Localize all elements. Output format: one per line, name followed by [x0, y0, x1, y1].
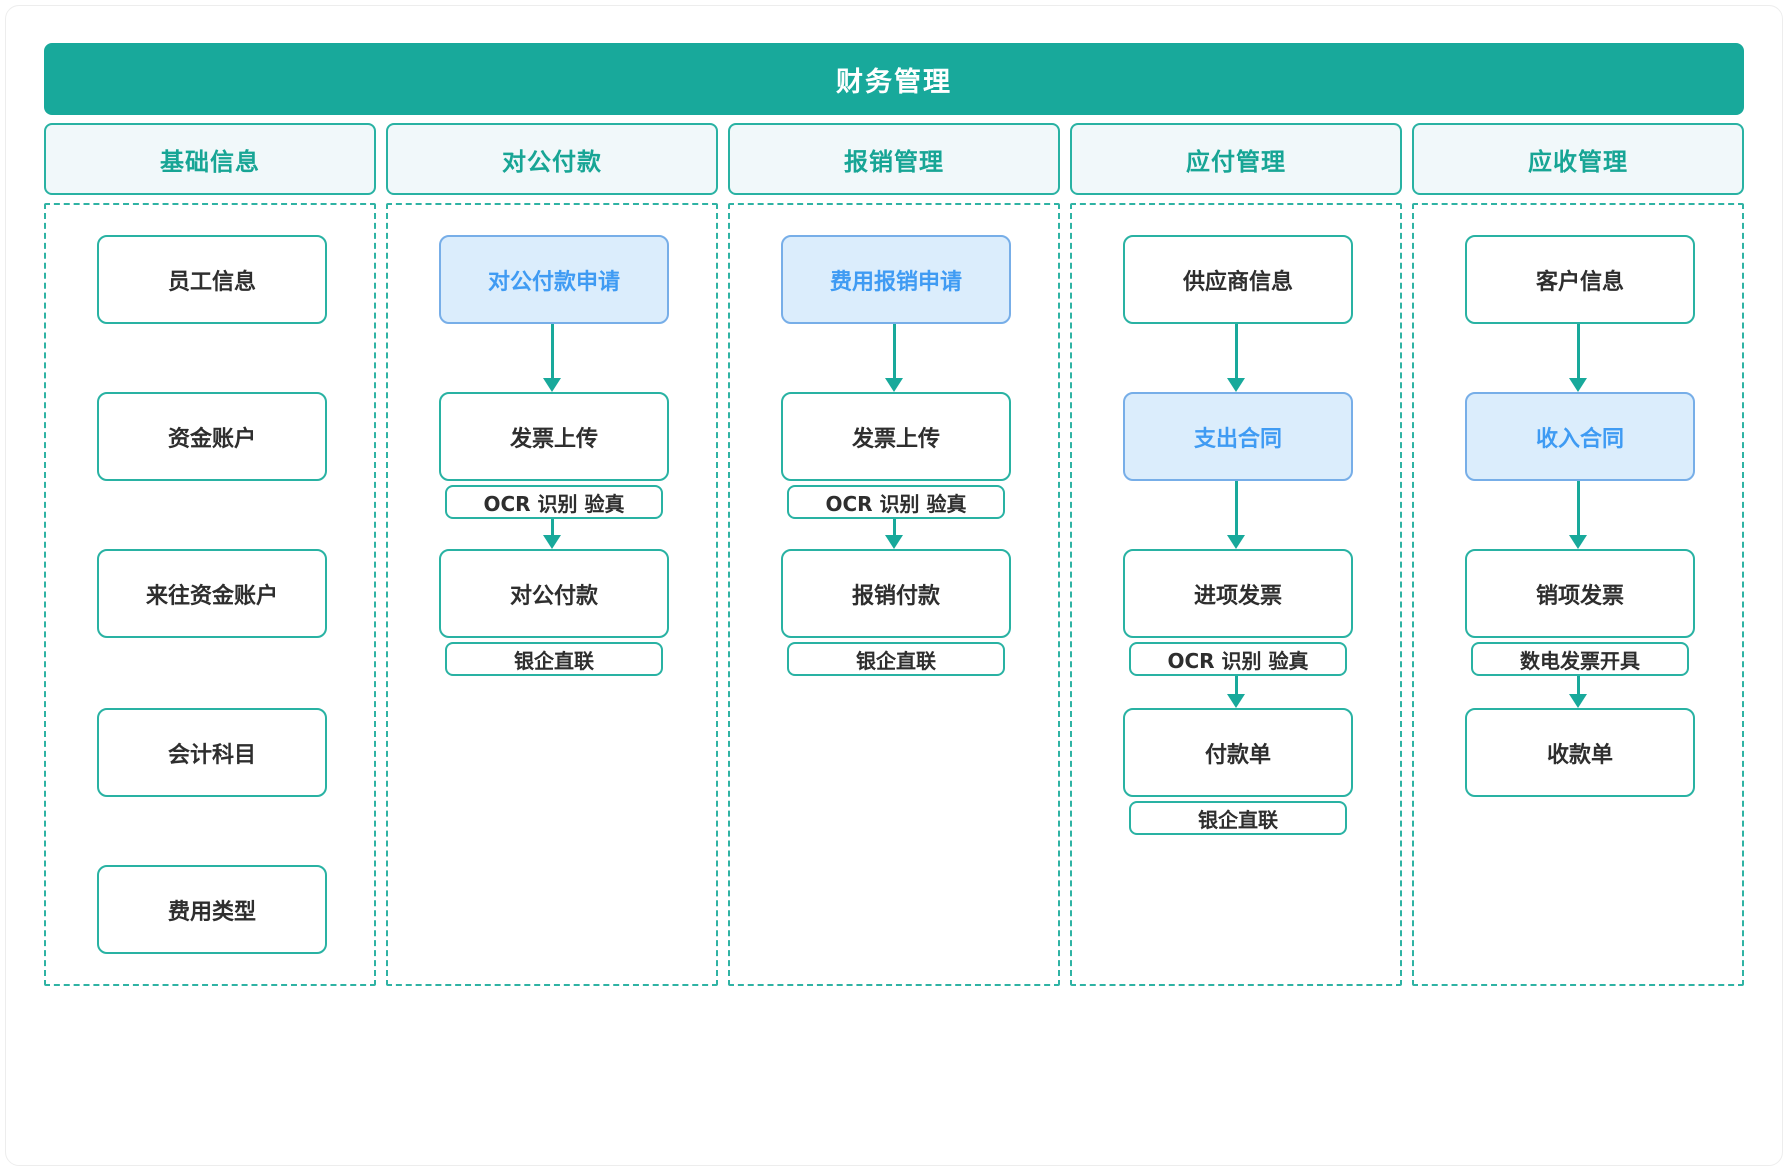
- subnode-ocr-verify: OCR 识别 验真: [787, 485, 1005, 519]
- column-header-reimbursement: 报销管理: [728, 123, 1060, 195]
- arrow-down-icon: [1569, 481, 1587, 549]
- column-reimbursement: 报销管理 费用报销申请 发票上传 OCR 识别 验真 报销付款 银企直联: [728, 123, 1060, 986]
- arrow-down-icon: [543, 519, 561, 549]
- subnode-ocr-verify: OCR 识别 验真: [1129, 642, 1347, 676]
- arrow-down-icon: [1569, 676, 1587, 708]
- node-supplier-info: 供应商信息: [1123, 235, 1353, 324]
- node-reimbursement-payment: 报销付款: [781, 549, 1011, 638]
- column-accounts-payable: 应付管理 供应商信息 支出合同 进项发票 OCR 识别 验真 付款单 银企直联: [1070, 123, 1402, 986]
- subnode-digital-invoice-issue: 数电发票开具: [1471, 642, 1689, 676]
- node-expenditure-contract: 支出合同: [1123, 392, 1353, 481]
- node-invoice-upload: 发票上传: [439, 392, 669, 481]
- column-body-reimbursement: 费用报销申请 发票上传 OCR 识别 验真 报销付款 银企直联: [728, 203, 1060, 986]
- node-customer-info: 客户信息: [1465, 235, 1695, 324]
- arrow-down-icon: [1227, 481, 1245, 549]
- arrow-down-icon: [885, 324, 903, 392]
- column-accounts-receivable: 应收管理 客户信息 收入合同 销项发票 数电发票开具 收款单: [1412, 123, 1744, 986]
- node-corporate-payment: 对公付款: [439, 549, 669, 638]
- node-employee-info: 员工信息: [97, 235, 327, 324]
- node-accounting-subject: 会计科目: [97, 708, 327, 797]
- column-header-basic-info: 基础信息: [44, 123, 376, 195]
- column-corporate-payment: 对公付款 对公付款申请 发票上传 OCR 识别 验真 对公付款 银企直联: [386, 123, 718, 986]
- arrow-down-icon: [1227, 676, 1245, 708]
- node-expense-type: 费用类型: [97, 865, 327, 954]
- node-counterparty-fund-account: 来往资金账户: [97, 549, 327, 638]
- node-income-contract: 收入合同: [1465, 392, 1695, 481]
- column-header-corporate-payment: 对公付款: [386, 123, 718, 195]
- column-basic-info: 基础信息 员工信息 资金账户 来往资金账户 会计科目 费用类型: [44, 123, 376, 986]
- subnode-bank-direct-link: 银企直联: [445, 642, 663, 676]
- arrow-down-icon: [1227, 324, 1245, 392]
- column-body-accounts-payable: 供应商信息 支出合同 进项发票 OCR 识别 验真 付款单 银企直联: [1070, 203, 1402, 986]
- node-expense-reimbursement-request: 费用报销申请: [781, 235, 1011, 324]
- arrow-down-icon: [1569, 324, 1587, 392]
- subnode-ocr-verify: OCR 识别 验真: [445, 485, 663, 519]
- node-receipt-order: 收款单: [1465, 708, 1695, 797]
- column-body-corporate-payment: 对公付款申请 发票上传 OCR 识别 验真 对公付款 银企直联: [386, 203, 718, 986]
- node-input-invoice: 进项发票: [1123, 549, 1353, 638]
- diagram-title: 财务管理: [44, 43, 1744, 115]
- column-body-accounts-receivable: 客户信息 收入合同 销项发票 数电发票开具 收款单: [1412, 203, 1744, 986]
- subnode-bank-direct-link: 银企直联: [787, 642, 1005, 676]
- node-output-invoice: 销项发票: [1465, 549, 1695, 638]
- node-invoice-upload: 发票上传: [781, 392, 1011, 481]
- column-body-basic-info: 员工信息 资金账户 来往资金账户 会计科目 费用类型: [44, 203, 376, 986]
- column-header-accounts-payable: 应付管理: [1070, 123, 1402, 195]
- node-payment-order: 付款单: [1123, 708, 1353, 797]
- node-corporate-payment-request: 对公付款申请: [439, 235, 669, 324]
- arrow-down-icon: [885, 519, 903, 549]
- arrow-down-icon: [543, 324, 561, 392]
- subnode-bank-direct-link: 银企直联: [1129, 801, 1347, 835]
- column-header-accounts-receivable: 应收管理: [1412, 123, 1744, 195]
- node-fund-account: 资金账户: [97, 392, 327, 481]
